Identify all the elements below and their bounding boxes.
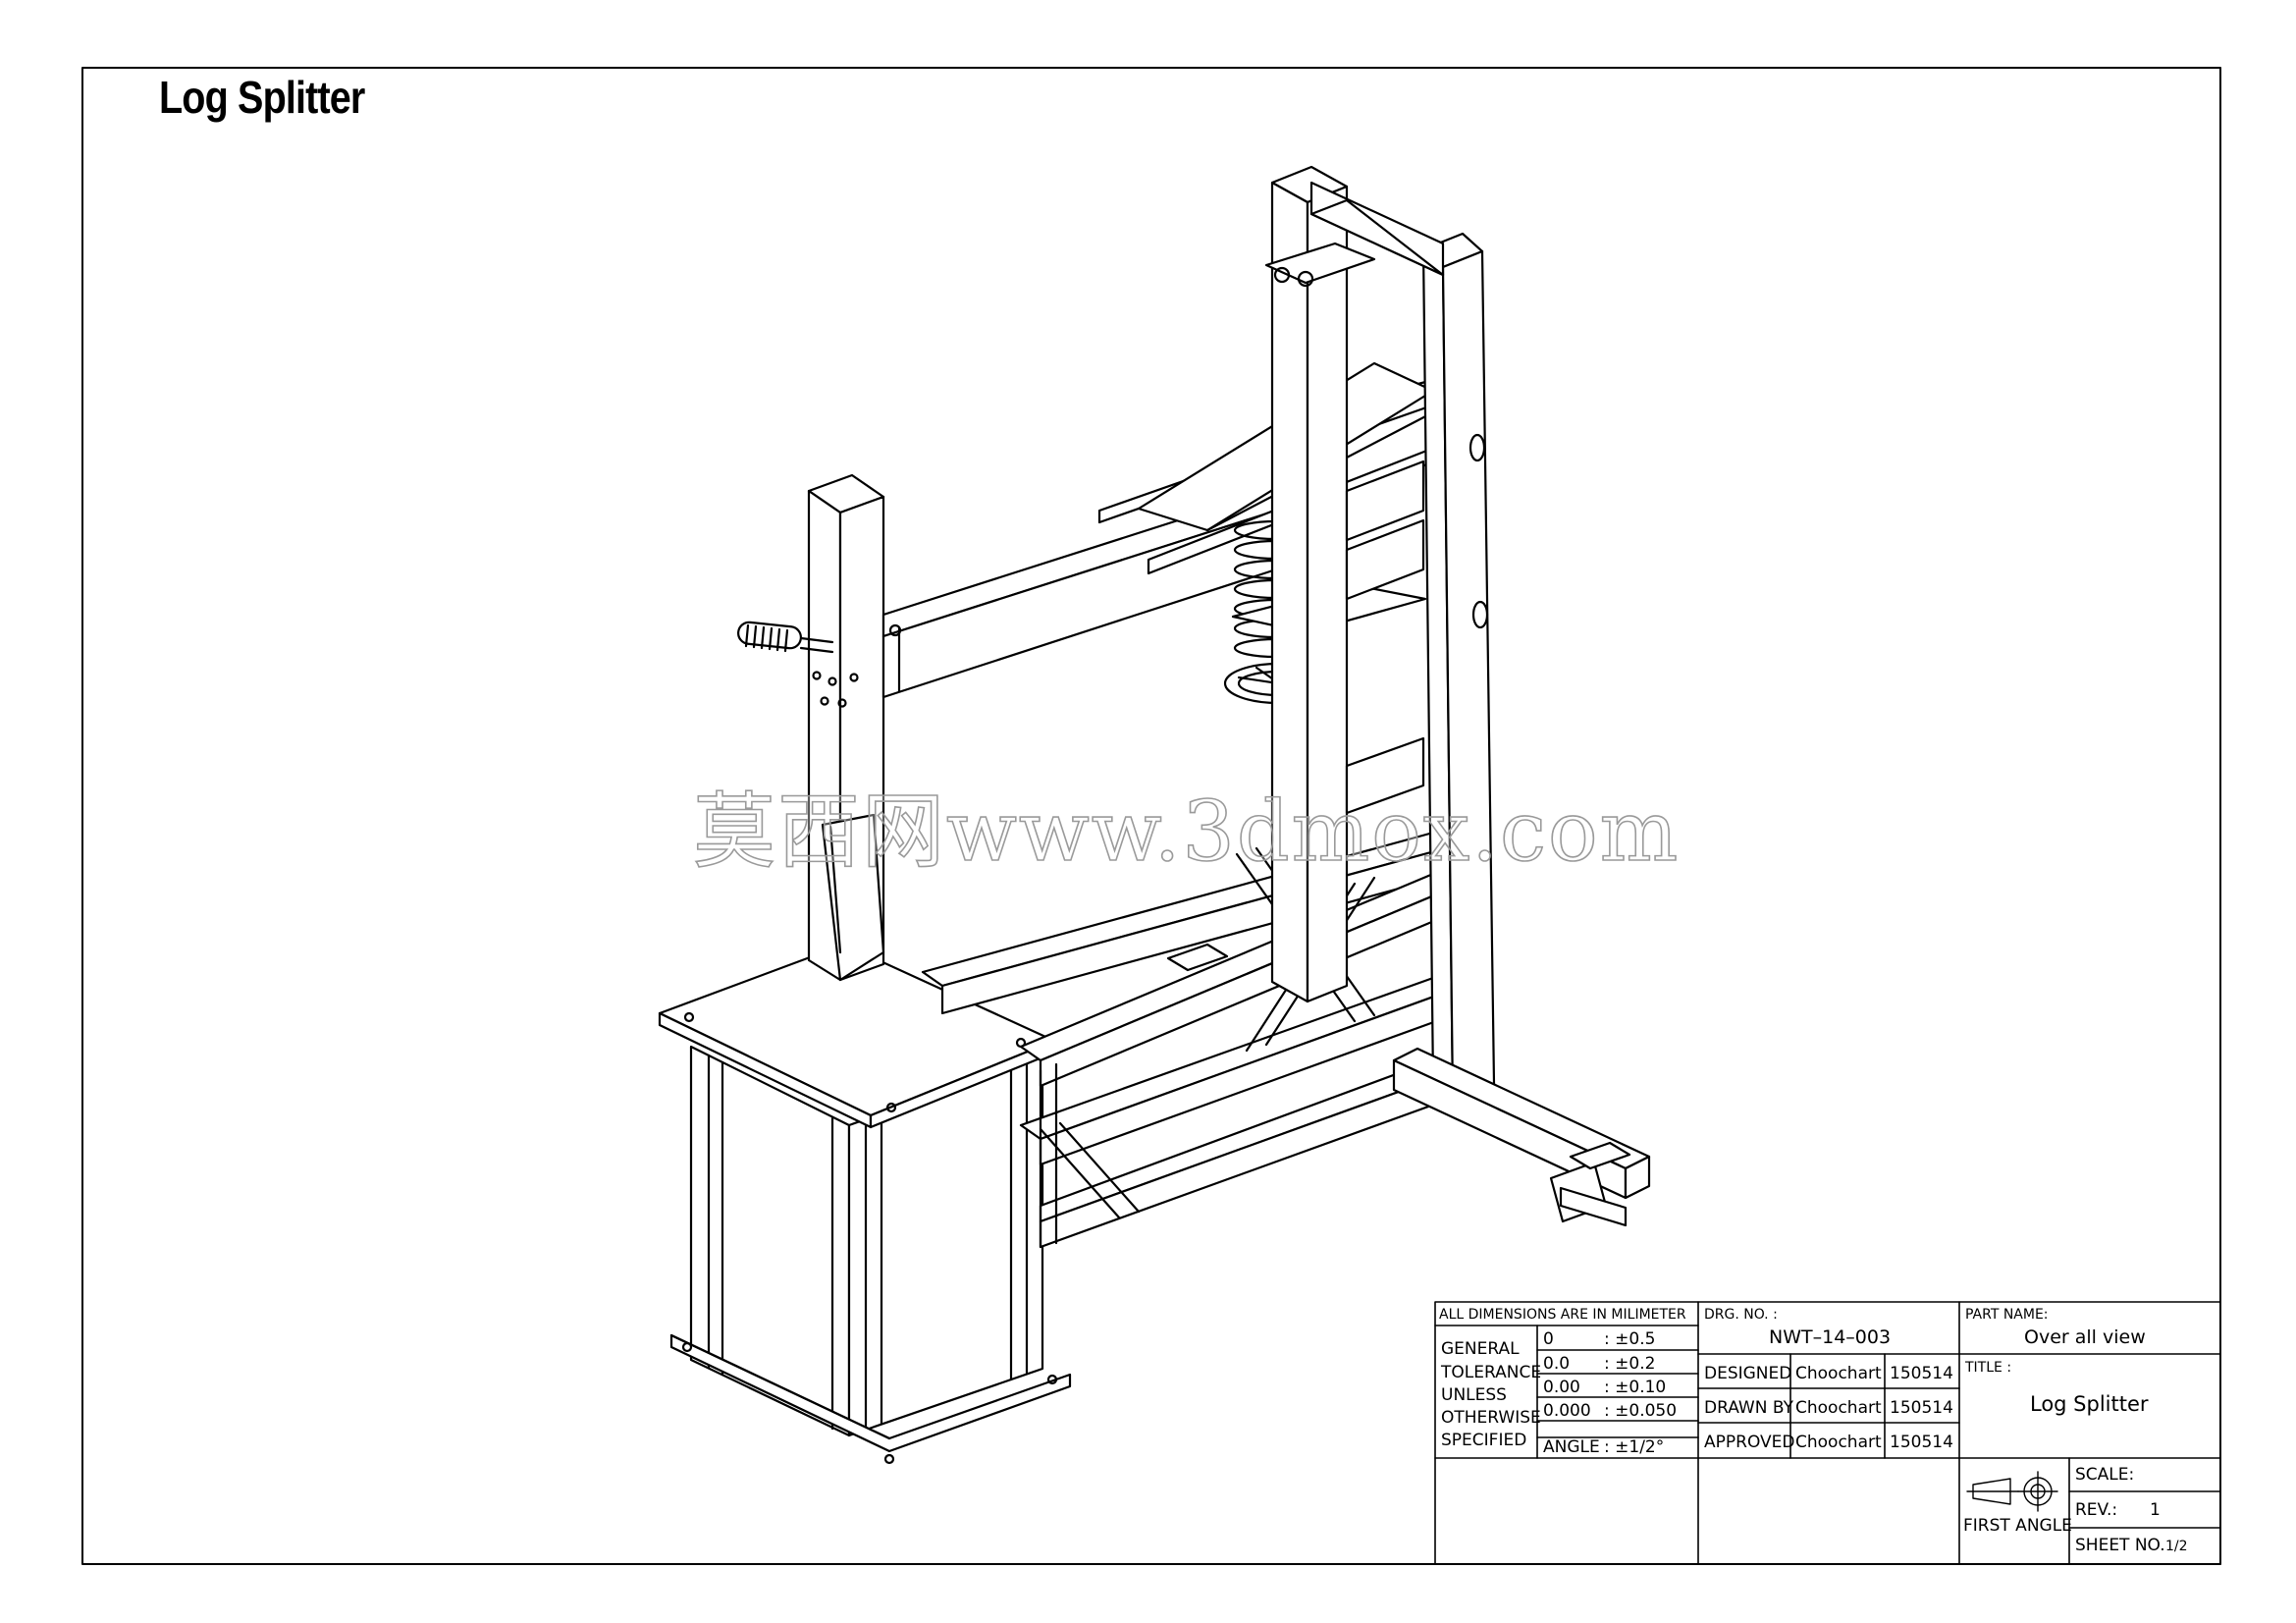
- approved-date: 150514: [1890, 1433, 1953, 1452]
- tolerance-value: 0.000: [1543, 1401, 1591, 1421]
- sheet-no-value: 1/2: [2165, 1539, 2188, 1554]
- tolerance-range: : ±0.050: [1604, 1401, 1678, 1421]
- tolerance-value: 0.0: [1543, 1354, 1571, 1374]
- approved-name: Choochart: [1795, 1433, 1882, 1452]
- tolerance-angle-label: ANGLE: [1543, 1437, 1600, 1457]
- drawing-title: Log Splitter: [2030, 1392, 2149, 1416]
- scale-label: SCALE:: [2075, 1465, 2135, 1485]
- front-post: [737, 473, 885, 982]
- drawn-by-label: DRAWN BY: [1704, 1398, 1793, 1418]
- tolerance-label-line-4: OTHERWISE: [1441, 1408, 1541, 1428]
- part-name-label: PART NAME:: [1965, 1307, 2049, 1323]
- approved-label: APPROVED: [1704, 1433, 1795, 1452]
- tolerance-label-line-1: GENERAL: [1441, 1339, 1520, 1359]
- title-block-grid: [1434, 1301, 2221, 1565]
- tolerance-label-line-2: TOLERANCE: [1441, 1363, 1542, 1382]
- part-name: Over all view: [2024, 1326, 2146, 1348]
- tolerance-angle-range: : ±1/2°: [1604, 1437, 1665, 1457]
- projection-label: FIRST ANGLE: [1963, 1516, 2072, 1536]
- title-label: TITLE :: [1965, 1360, 2012, 1376]
- drg-no: NWT–14–003: [1769, 1326, 1892, 1348]
- base-top-plate: [658, 943, 1056, 1129]
- page-title: Log Splitter: [159, 72, 365, 123]
- tolerance-label-line-5: SPECIFIED: [1441, 1431, 1527, 1450]
- rear-foot: [1392, 1047, 1651, 1227]
- sheet-no-label: SHEET NO.: [2075, 1536, 2165, 1555]
- designed-name: Choochart: [1795, 1364, 1882, 1383]
- tolerance-label-line-3: UNLESS: [1441, 1385, 1507, 1405]
- designed-date: 150514: [1890, 1364, 1953, 1383]
- designed-label: DESIGNED: [1704, 1364, 1792, 1383]
- drawn-by-name: Choochart: [1795, 1398, 1882, 1418]
- log-splitter-illustration: [658, 165, 1651, 1465]
- drawn-by-date: 150514: [1890, 1398, 1953, 1418]
- base-pillar: [669, 1045, 1072, 1465]
- drg-no-label: DRG. NO. :: [1704, 1307, 1778, 1323]
- rear-column: [1264, 165, 1496, 1100]
- projection-symbol: [1966, 1471, 2058, 1512]
- tolerance-value: 0.00: [1543, 1378, 1580, 1397]
- tolerance-range: : ±0.10: [1604, 1378, 1667, 1397]
- tolerance-range: : ±0.5: [1604, 1329, 1656, 1349]
- tolerance-range: : ±0.2: [1604, 1354, 1656, 1374]
- sheet-border: [81, 67, 2221, 1565]
- rev-label: REV.:: [2075, 1500, 2118, 1520]
- hand-grip: [737, 621, 834, 654]
- dimensions-note: ALL DIMENSIONS ARE IN MILIMETER: [1439, 1307, 1686, 1323]
- tolerance-value: 0: [1543, 1329, 1554, 1349]
- watermark: 莫西网www.3dmox.com: [692, 783, 1681, 881]
- rev-value: 1: [2150, 1500, 2161, 1520]
